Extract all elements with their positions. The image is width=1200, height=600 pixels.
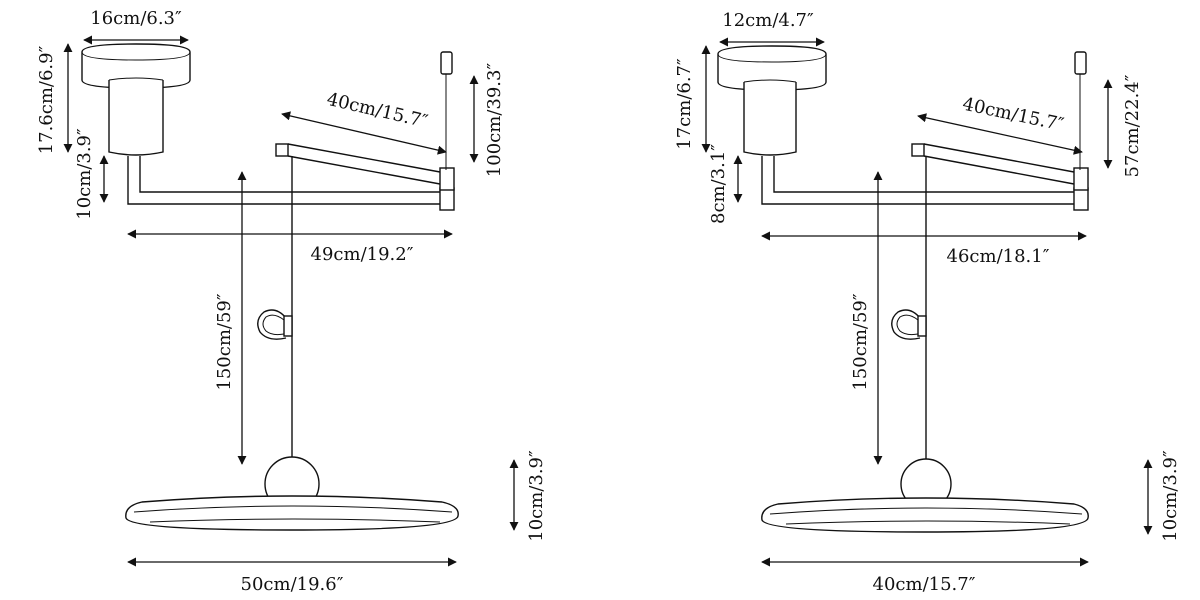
right-shade-height-label: 10cm/3.9″ — [1160, 450, 1181, 542]
left-dimensions: 16cm/6.3″ 17.6cm/6.9″ 10cm/3.9″ 40cm/15.… — [36, 8, 547, 595]
left-total-width-label: 49cm/19.2″ — [311, 244, 414, 265]
right-arm-arrow — [917, 113, 1083, 155]
right-cord-grip — [891, 309, 927, 340]
right-dimensions: 12cm/4.7″ 17cm/6.7″ 8cm/3.1″ 40cm/15.7″ … — [674, 10, 1181, 595]
left-pendant-drop-label: 150cm/59″ — [214, 293, 235, 390]
right-pendant-drop-label: 150cm/59″ — [850, 293, 871, 390]
left-shade-diameter-label: 50cm/19.6″ — [241, 574, 344, 595]
left-drop-label: 10cm/3.9″ — [74, 128, 95, 220]
left-cylinder — [108, 77, 164, 156]
left-arm-arrow — [281, 111, 447, 155]
left-canopy-height-label: 17.6cm/6.9″ — [36, 45, 57, 154]
right-shade-diameter-label: 40cm/15.7″ — [873, 574, 976, 595]
left-cable-label: 100cm/39.3″ — [484, 63, 505, 178]
right-swing-arm — [911, 143, 1089, 191]
right-drop-label: 8cm/3.1″ — [708, 144, 729, 224]
left-bracket — [127, 156, 455, 211]
left-arm-label: 40cm/15.7″ — [325, 89, 430, 133]
right-bracket — [761, 156, 1089, 211]
right-shade — [761, 497, 1089, 533]
left-canopy-diameter-label: 16cm/6.3″ — [90, 8, 182, 29]
right-canopy-diameter-label: 12cm/4.7″ — [722, 10, 814, 31]
left-swing-arm — [275, 143, 455, 191]
right-canopy-height-label: 17cm/6.7″ — [674, 58, 695, 150]
left-cord-grip — [257, 309, 293, 340]
left-shade — [125, 495, 459, 531]
left-shade-height-label: 10cm/3.9″ — [526, 450, 547, 542]
right-total-width-label: 46cm/18.1″ — [947, 246, 1050, 267]
left-cable-top — [440, 51, 453, 170]
right-cable-label: 57cm/22.4″ — [1122, 74, 1143, 177]
right-cylinder — [743, 79, 797, 156]
